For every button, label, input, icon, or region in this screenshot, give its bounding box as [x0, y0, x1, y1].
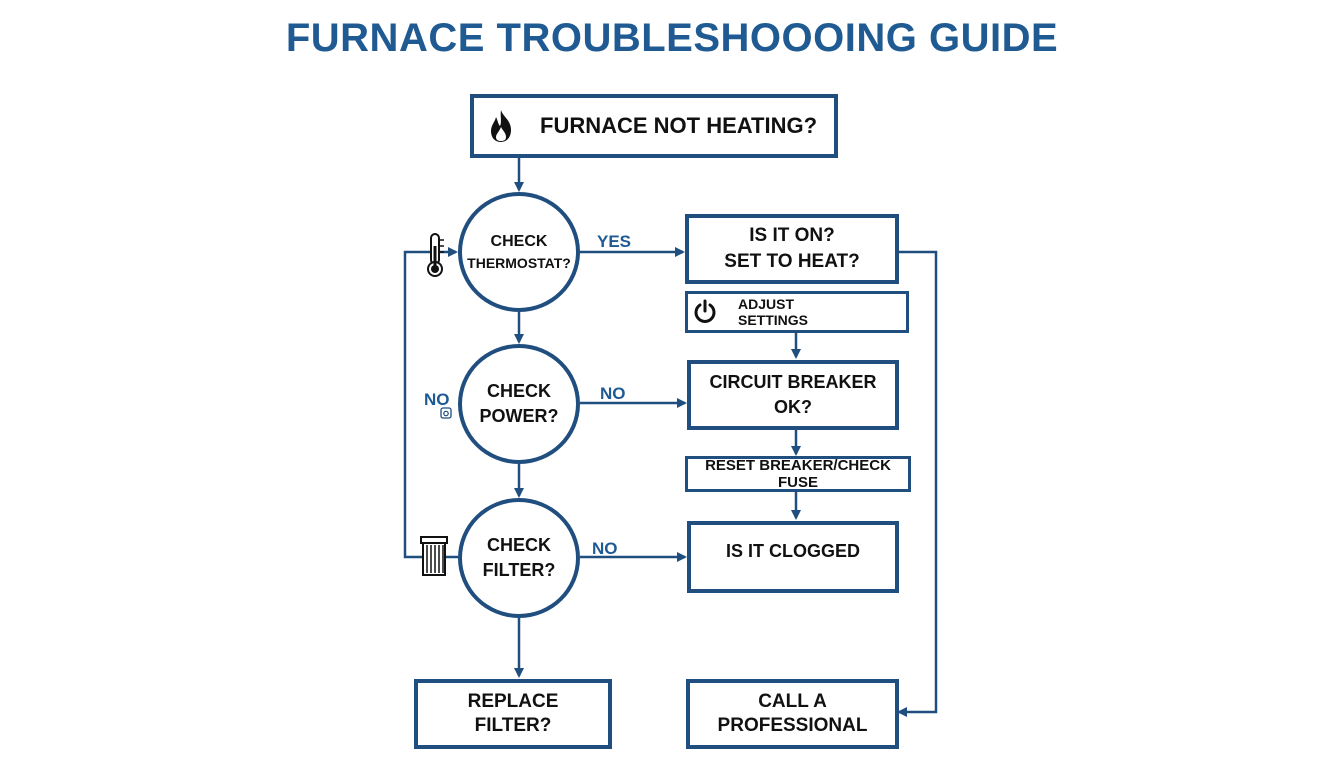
professional-line2: PROFESSIONAL	[717, 715, 868, 736]
filter-line1: CHECK	[486, 535, 551, 555]
edge-label-yes: YES	[597, 232, 632, 251]
decision-check-power: CHECK POWER?	[458, 344, 580, 464]
is-on-line2: SET TO HEAT?	[724, 251, 860, 272]
decision-check-filter: CHECK FILTER?	[458, 498, 580, 618]
power-line2: POWER?	[479, 406, 559, 426]
adjust-line1: ADJUST	[738, 296, 795, 312]
endpoint-replace-filter: REPLACE FILTER?	[414, 679, 612, 749]
check-is-it-clogged: IS IT CLOGGED	[687, 521, 899, 593]
edge-label-no-filter: NO	[592, 539, 618, 558]
breaker-line2: OK?	[774, 397, 812, 417]
edge-label-no-power: NO	[600, 384, 626, 403]
is-on-line1: IS IT ON?	[749, 225, 835, 246]
breaker-line1: CIRCUIT BREAKER	[709, 372, 877, 392]
decision-check-thermostat: CHECK THERMOSTAT?	[458, 192, 580, 312]
start-box: FURNACE NOT HEATING?	[470, 94, 838, 158]
thermometer-icon	[427, 233, 444, 277]
air-filter-icon	[420, 536, 448, 576]
edge-label-no-left: NO	[424, 390, 450, 409]
check-is-it-on: IS IT ON? SET TO HEAT?	[685, 214, 899, 284]
thermostat-line2: THERMOSTAT?	[467, 255, 571, 271]
reset-label: RESET BREAKER/CHECK FUSE	[705, 457, 891, 491]
filter-line2: FILTER?	[482, 560, 556, 580]
replace-line1: REPLACE	[467, 691, 559, 712]
connector-to-professional	[897, 250, 938, 717]
endpoint-call-professional: CALL A PROFESSIONAL	[686, 679, 899, 749]
professional-line1: CALL A	[758, 691, 827, 712]
flame-icon	[491, 110, 511, 142]
replace-line2: FILTER?	[474, 715, 552, 736]
clogged-label: IS IT CLOGGED	[725, 541, 860, 561]
start-label: FURNACE NOT HEATING?	[540, 113, 818, 138]
adjust-line2: SETTINGS	[738, 312, 809, 328]
power-line1: CHECK	[486, 381, 551, 401]
action-reset-breaker: RESET BREAKER/CHECK FUSE	[685, 456, 911, 492]
power-icon	[694, 299, 716, 323]
thermostat-line1: CHECK	[490, 233, 548, 250]
action-adjust-settings: ADJUST SETTINGS	[685, 291, 909, 333]
check-circuit-breaker: CIRCUIT BREAKER OK?	[687, 360, 899, 430]
page-title: FURNACE TROUBLESHOOOING GUIDE	[285, 16, 1059, 60]
small-plug-icon	[440, 407, 452, 419]
